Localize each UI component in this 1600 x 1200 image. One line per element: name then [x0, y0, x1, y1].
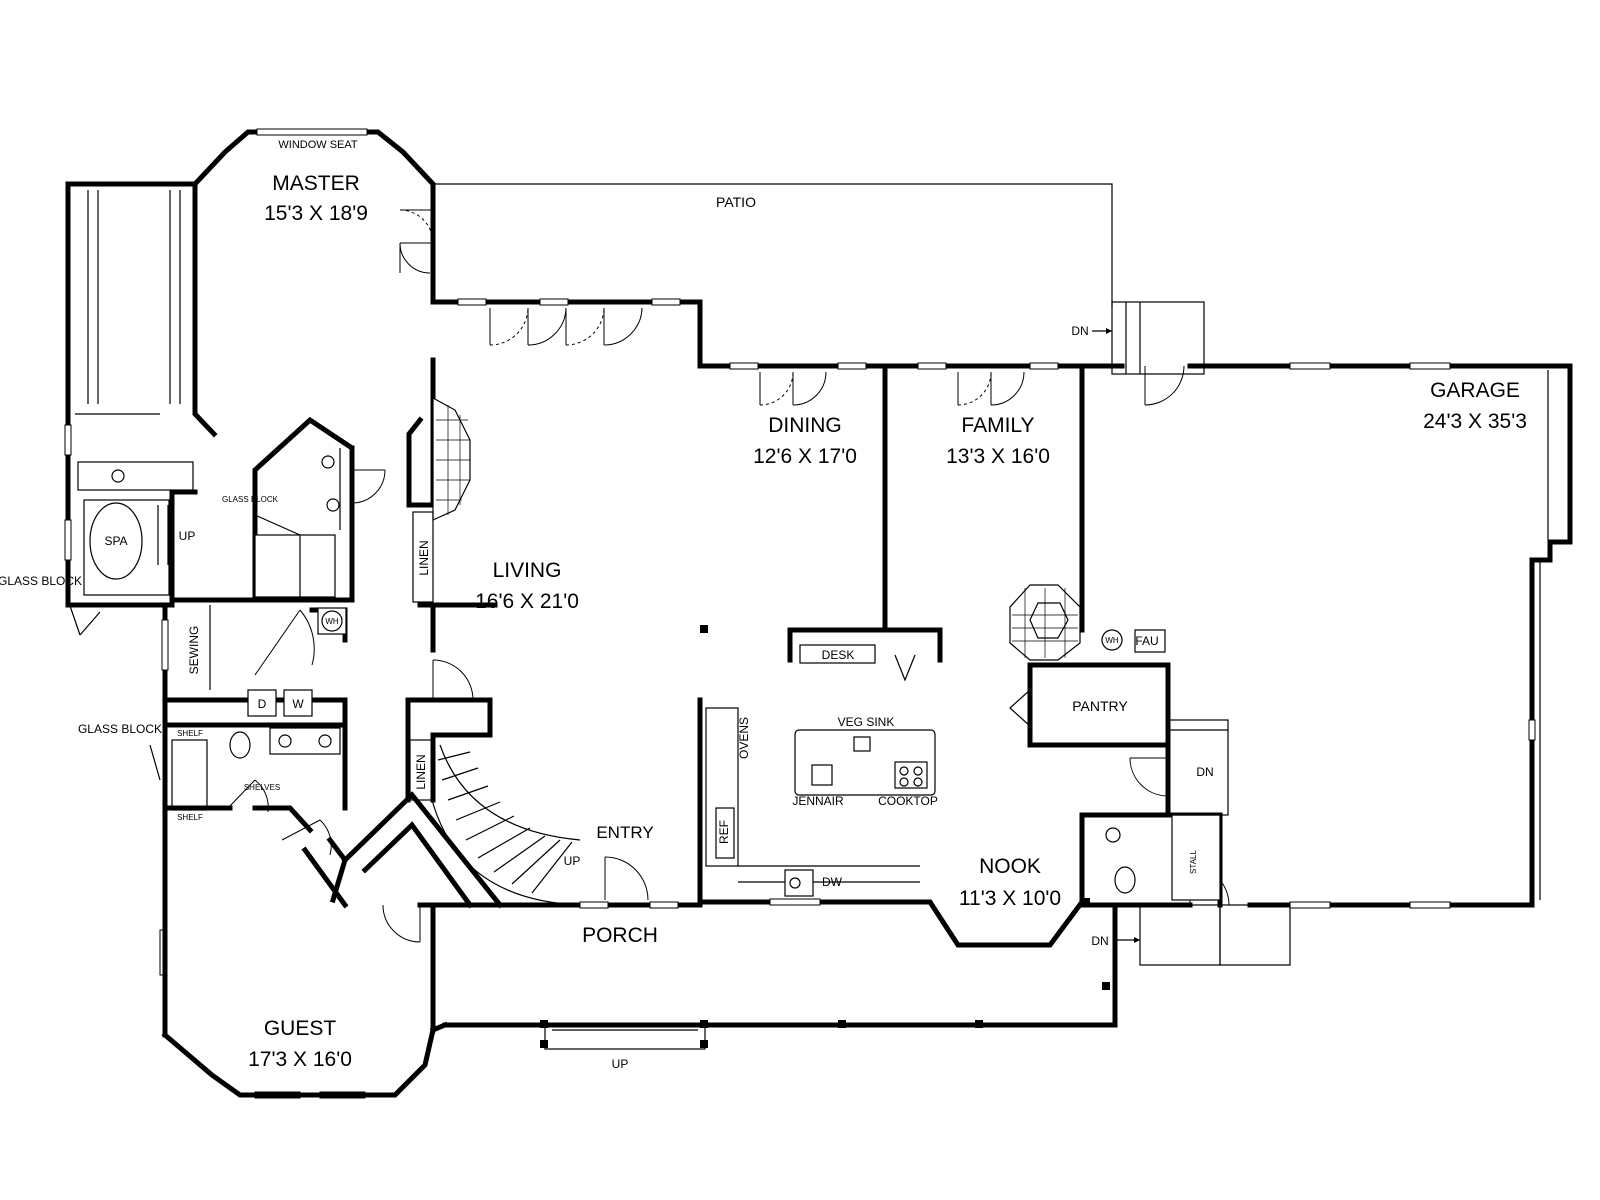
spa-tub: [89, 502, 143, 580]
patio-label: PATIO: [716, 194, 756, 210]
patio-doors: [489, 307, 1025, 406]
window-seat-label: WINDOW SEAT: [278, 139, 358, 151]
shelf-top-label: SHELF: [177, 729, 203, 738]
kitchen: REF OVENS DW VEG SINK JENNAIR COOKTOP: [705, 707, 938, 897]
main-house-walls: [417, 299, 1573, 1034]
guest-walls: [161, 902, 436, 1098]
windows: [64, 128, 1536, 1099]
shower: [254, 534, 336, 598]
living-room-dims: 16'6 X 21'0: [475, 590, 579, 613]
dn-patio-label: DN: [1071, 324, 1088, 338]
dining-room-dims: 12'6 X 17'0: [753, 445, 857, 468]
sink: [326, 498, 340, 512]
garage-bath: STALL DN: [1105, 719, 1229, 901]
wh-garage-label: WH: [1105, 636, 1119, 645]
master-doors: [351, 209, 434, 504]
ref-label: REF: [717, 820, 731, 844]
wh-master-label: WH: [325, 617, 339, 626]
spa-up-label: UP: [179, 529, 196, 543]
family-room-dims: 13'3 X 16'0: [946, 445, 1050, 468]
guest-room-name: GUEST: [264, 1017, 337, 1040]
walk-in-closet: [75, 190, 194, 491]
pantry-label: PANTRY: [1072, 698, 1128, 714]
family-room-name: FAMILY: [961, 414, 1034, 437]
dining-room-name: DINING: [768, 414, 842, 437]
fau-label: FAU: [1135, 634, 1158, 648]
garage-room-dims: 24'3 X 35'3: [1423, 410, 1527, 433]
glass-block-spa-label: GLASS BLOCK: [0, 574, 82, 588]
master-bath: GLASS BLOCK WH: [222, 448, 347, 635]
nook-room-dims: 11'3 X 10'0: [959, 887, 1061, 910]
linen-lower-label: LINEN: [414, 754, 428, 789]
linen-upper: LINEN: [412, 511, 434, 603]
fireplace: [1009, 584, 1081, 661]
kitchen-desk: DESK: [787, 627, 943, 682]
sewing-label: SEWING: [187, 626, 201, 675]
living-room-name: LIVING: [493, 559, 562, 582]
glass-block-bath-label: GLASS BLOCK: [78, 722, 162, 736]
porch-details: UP DN DN: [540, 324, 1140, 1071]
spa-label: SPA: [104, 534, 127, 548]
veg-sink-label: VEG SINK: [838, 715, 895, 729]
stall-label: STALL: [1189, 850, 1198, 874]
stair-hall: LINEN UP: [281, 659, 649, 943]
dryer-label: D: [258, 697, 267, 711]
jennair-label: JENNAIR: [792, 794, 844, 808]
spa-area: SPA UP: [83, 499, 196, 596]
master-vanity: [77, 461, 194, 491]
desk-label: DESK: [822, 648, 855, 662]
porch-up-label: UP: [612, 1057, 629, 1071]
washer-label: W: [292, 697, 304, 711]
master-room-name: MASTER: [272, 172, 360, 195]
dn-garage-label: DN: [1196, 765, 1213, 779]
living-fireplace: [432, 396, 471, 521]
patio-outline: [432, 183, 1205, 375]
guest-room-dims: 17'3 X 16'0: [248, 1048, 352, 1071]
dw-label: DW: [822, 875, 843, 889]
guest-tub: [171, 739, 208, 811]
pantry-area: PANTRY WH FAU: [1009, 629, 1166, 727]
glass-block-closet-label: GLASS BLOCK: [222, 495, 279, 504]
garage-room-name: GARAGE: [1430, 379, 1520, 402]
glass-block-spa: GLASS BLOCK: [0, 574, 101, 636]
porch-label: PORCH: [582, 924, 658, 947]
nook-room-name: NOOK: [979, 855, 1041, 878]
stair-up-label: UP: [564, 854, 581, 868]
master-wing-walls: [65, 129, 436, 703]
cooktop-label: COOKTOP: [878, 794, 938, 808]
dn-porch-label: DN: [1091, 934, 1108, 948]
shelf-bottom-label: SHELF: [177, 813, 203, 822]
entry-label: ENTRY: [596, 823, 653, 842]
linen-upper-label: LINEN: [417, 540, 431, 575]
ovens-label: OVENS: [737, 717, 751, 759]
master-room-dims: 15'3 X 18'9: [264, 202, 368, 225]
toilet: [321, 455, 335, 469]
laundry-area: D W SEWING SHELF SHELF SHELVES GLASS BLO…: [78, 605, 348, 1038]
